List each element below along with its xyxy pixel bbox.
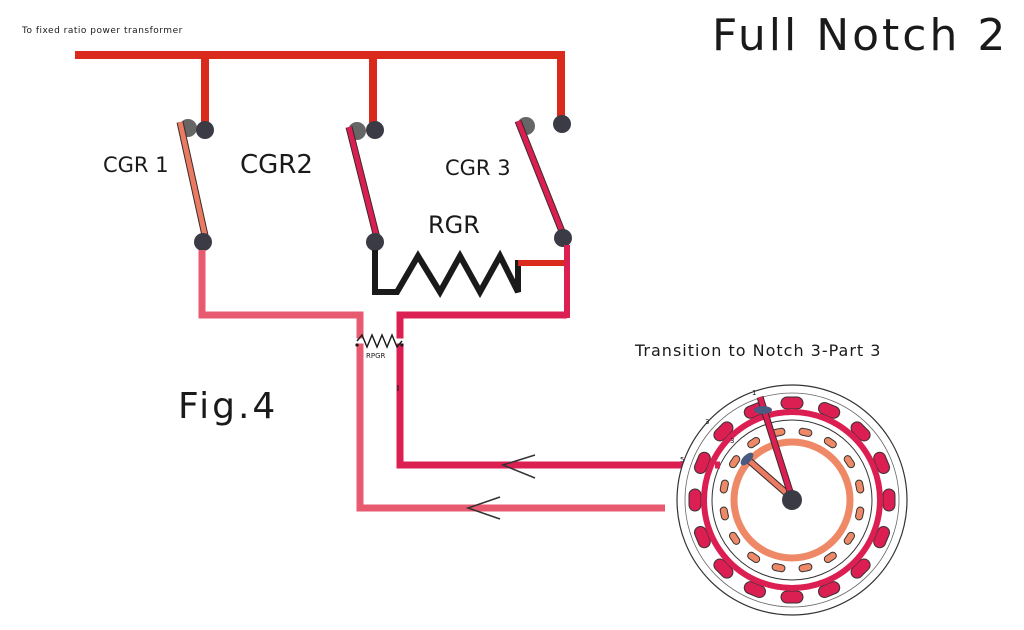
cgr1-arm <box>177 121 209 241</box>
outer-contact-pad <box>873 451 891 474</box>
outer-contact-pad <box>780 590 804 604</box>
rgr-label: RGR <box>428 211 480 239</box>
inner-contact-pad <box>747 436 761 449</box>
outer-collector-ring <box>701 409 883 591</box>
rpgr-label: RPGR <box>366 352 386 360</box>
crimson-arm-contact <box>754 406 772 414</box>
outer-contact-pads <box>688 396 896 604</box>
outer-contact-pad <box>850 558 871 579</box>
cgr3-bottom-contact <box>554 229 572 247</box>
inner-contact-pad <box>798 427 813 437</box>
rgr-resistor <box>372 245 570 318</box>
salmon-arm-contact <box>740 452 754 466</box>
outer-contact-pad <box>850 421 871 442</box>
inner-contact-pad <box>843 455 856 469</box>
outer-contact-pad <box>743 581 766 599</box>
cgr2-bottom-contact <box>366 233 384 251</box>
source-label: To fixed ratio power transformer <box>21 26 183 36</box>
cgr1-switch <box>176 119 214 251</box>
figure-label: Fig.4 <box>178 386 278 427</box>
inner-contact-pad <box>823 436 837 449</box>
inner-contact-pad <box>823 551 837 564</box>
outer-contact-pad <box>873 526 891 549</box>
cgr3-switch <box>514 115 572 247</box>
cgr2-label: CGR2 <box>240 150 313 180</box>
transition-label: Transition to Notch 3-Part 3 <box>634 341 881 360</box>
tap-selector-dial: 1 3 3 5 <box>676 384 908 616</box>
outer-contact-pad <box>688 488 702 512</box>
outer-contact-pad <box>713 421 734 442</box>
outer-contact-pad <box>713 558 734 579</box>
dial-number-5: 5 <box>680 456 684 464</box>
rpgr-resistor <box>355 333 404 349</box>
outer-contact-pad <box>780 396 804 410</box>
cgr2-top-contact <box>366 121 384 139</box>
cgr3-arm <box>515 120 566 235</box>
outer-contact-pad <box>693 451 711 474</box>
cgr2-arm <box>346 126 380 239</box>
cgr1-top-contact <box>196 121 214 139</box>
cgr1-bottom-contact <box>194 233 212 251</box>
inner-collector-ring <box>730 438 854 562</box>
cgr3-label: CGR 3 <box>445 156 511 180</box>
arrow-lower <box>465 496 501 520</box>
inner-contact-pad <box>719 479 729 494</box>
crimson-wire <box>396 311 720 469</box>
inner-contact-pad <box>843 531 856 545</box>
inner-contact-pad <box>855 479 865 494</box>
inner-contact-pad <box>747 551 761 564</box>
arrow-upper <box>500 454 536 479</box>
diagram-title: Full Notch 2 <box>712 10 1008 61</box>
cgr2-switch <box>345 121 384 251</box>
inner-contact-pad <box>771 563 786 573</box>
main-bus <box>75 51 565 128</box>
outer-contact-pad <box>818 581 841 599</box>
pink-wire <box>198 250 691 513</box>
inner-contact-pad <box>719 506 729 521</box>
outer-contact-pad <box>882 488 896 512</box>
cgr1-label: CGR 1 <box>103 153 169 177</box>
dial-number-3a: 3 <box>705 418 709 426</box>
dial-number-1: 1 <box>752 389 756 397</box>
inner-contact-pad <box>728 455 741 469</box>
outer-contact-pad <box>693 526 711 549</box>
inner-contact-pad <box>728 531 741 545</box>
inner-contact-pad <box>798 563 813 573</box>
cgr3-top-contact <box>553 115 571 133</box>
selector-arm-salmon <box>743 455 794 500</box>
inner-contact-pad <box>855 506 865 521</box>
dial-hub <box>782 490 802 510</box>
dial-number-3b: 3 <box>730 437 734 445</box>
